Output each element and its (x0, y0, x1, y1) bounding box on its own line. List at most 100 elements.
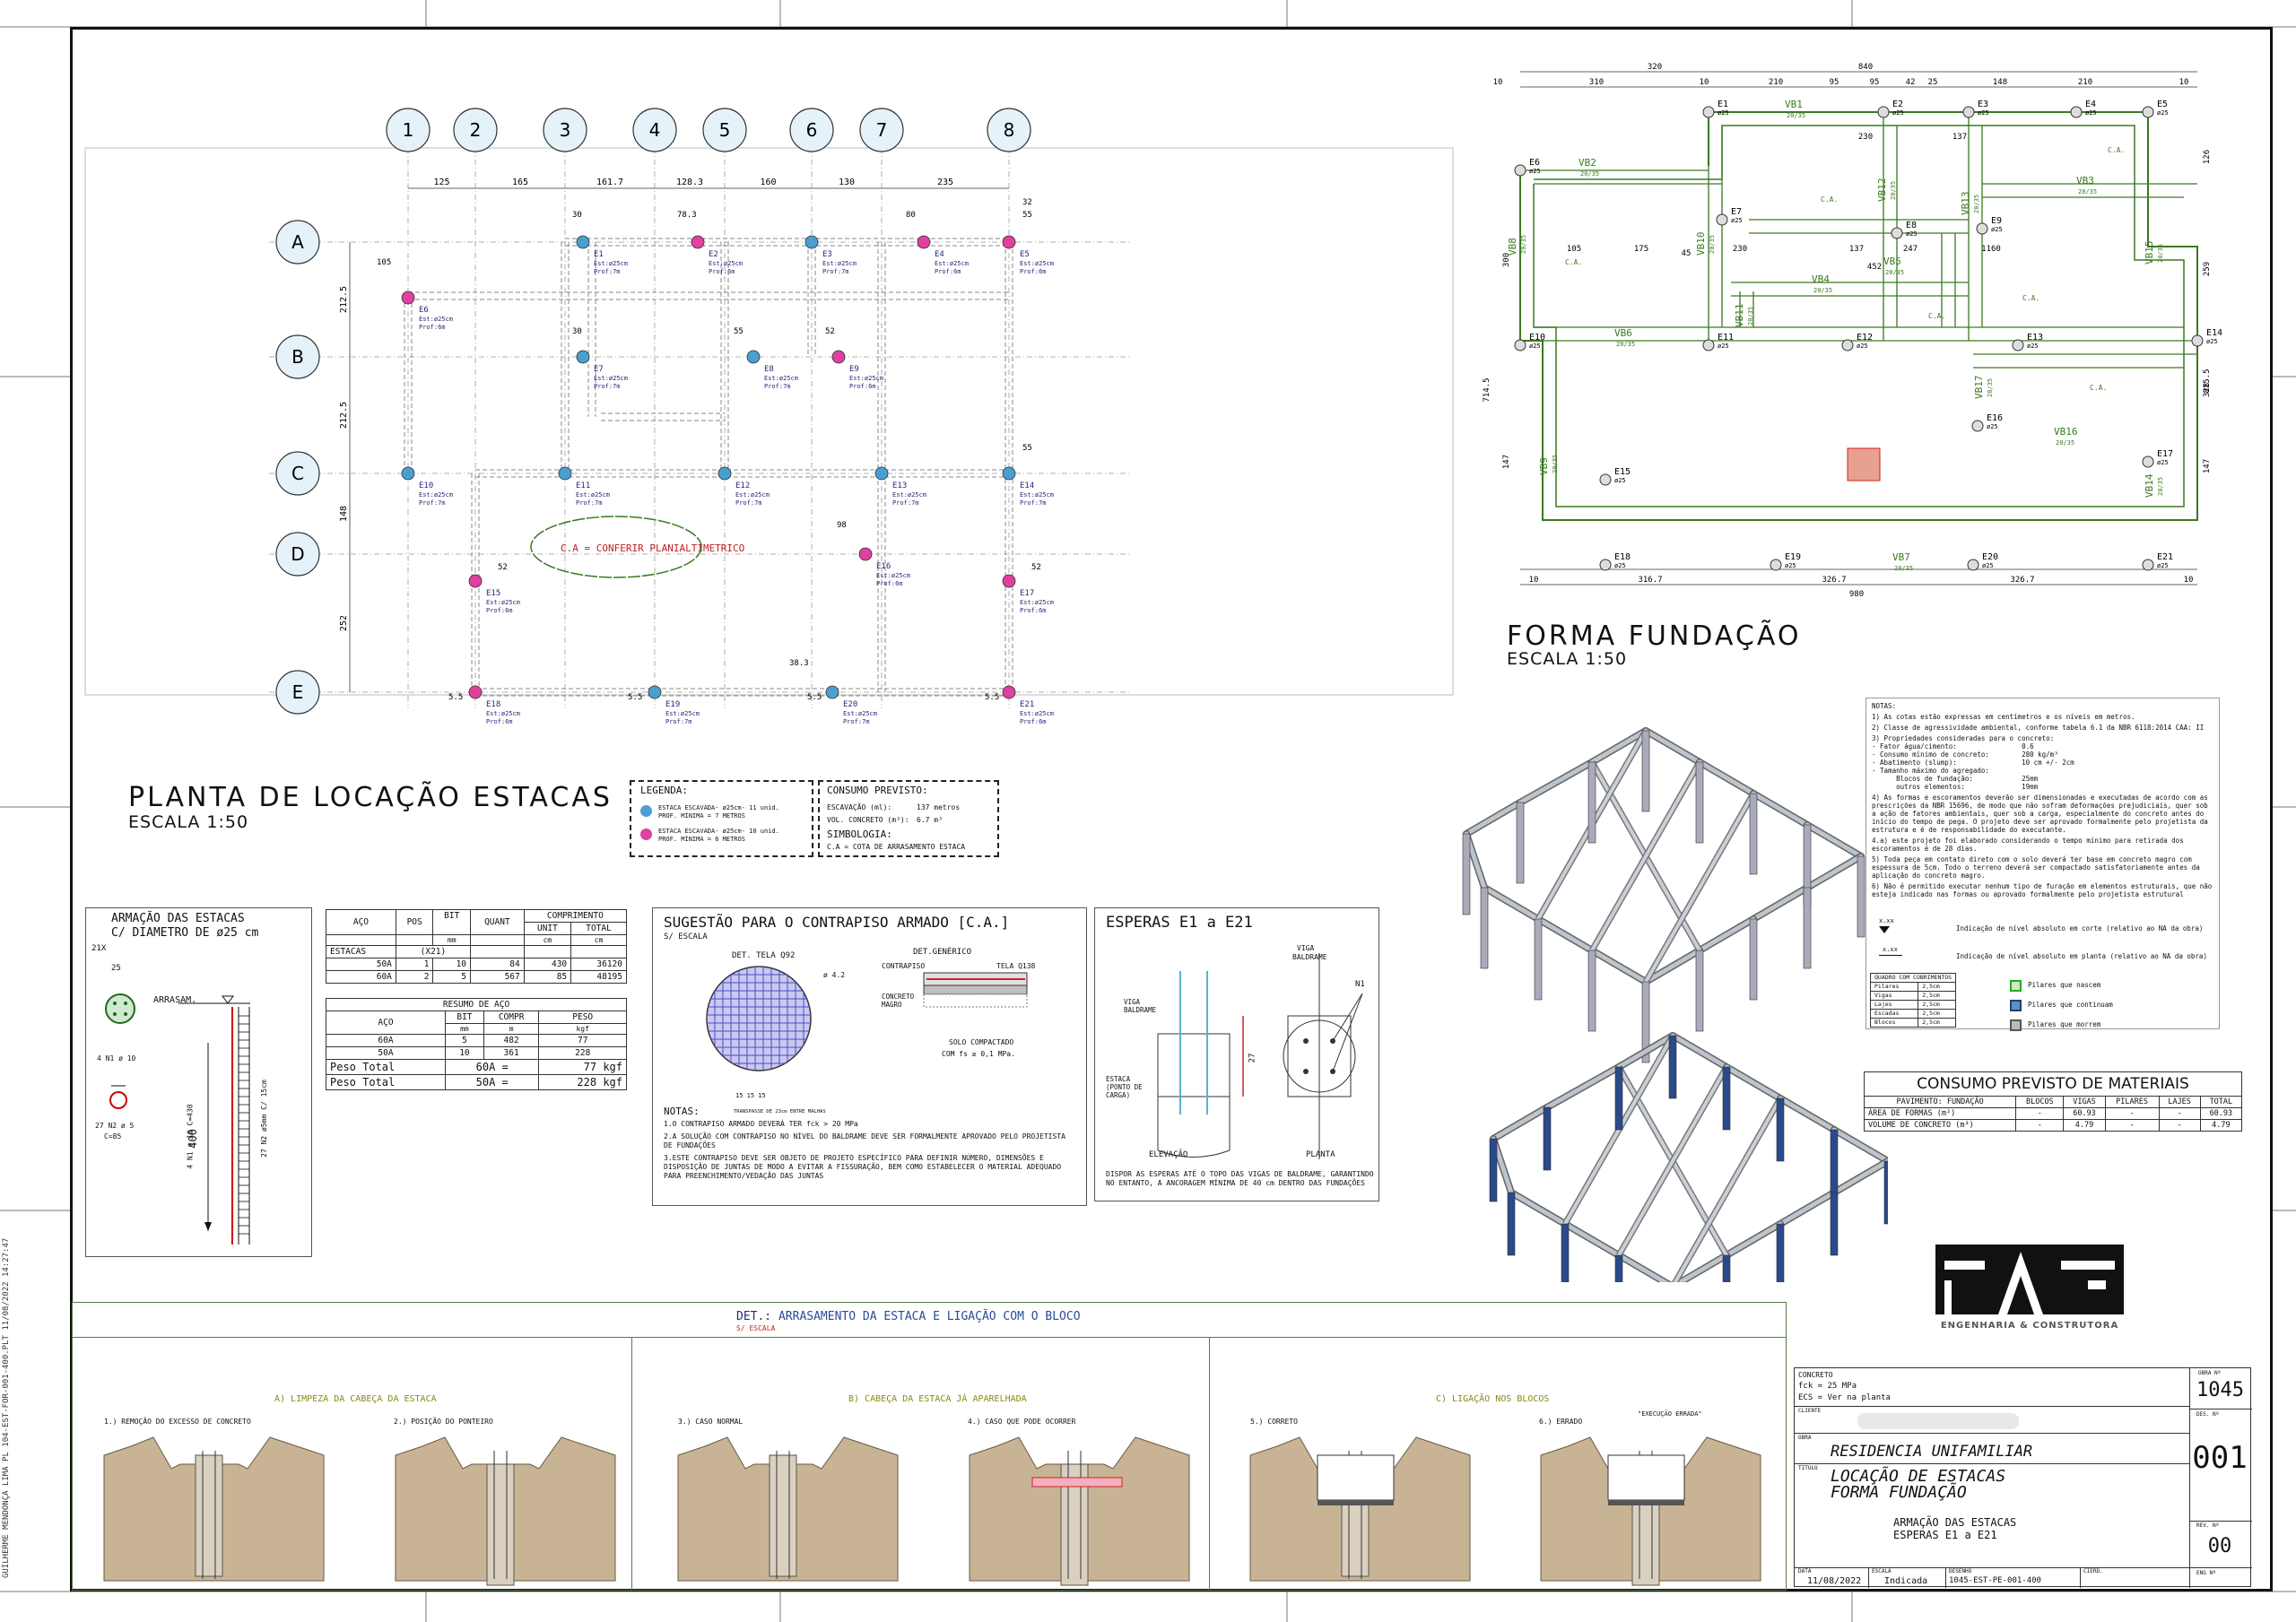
forma-pile-dia: ø25 (1731, 217, 1743, 224)
forma-beam-label: VB12 (1876, 178, 1888, 203)
forma-beam-section: 20/35 (2056, 439, 2074, 447)
forma-pile (1877, 106, 1890, 118)
iso-column (1480, 887, 1489, 969)
pile-est-label: Est:ø25cm (486, 710, 520, 717)
consumo-cell: - (2015, 1107, 2065, 1120)
pile-prof-label: Prof:6m (419, 324, 446, 331)
symbol-1-text: Indicação de nível absoluto em corte (re… (1956, 924, 2204, 932)
cobrimento-cell: Lajes (1869, 1000, 1919, 1010)
pile-est-label: Est:ø25cm (843, 710, 877, 717)
legend-blue-pile-icon (640, 805, 652, 817)
pile-section (486, 1463, 515, 1586)
forma-ca-label: C.A. (2090, 384, 2107, 392)
elevacao-label: ELEVAÇÃO (1149, 1150, 1188, 1159)
forma-top-dim: 95 (1870, 78, 1880, 87)
pile-id-label: E4 (935, 250, 944, 259)
pile-id-label: E20 (843, 700, 857, 709)
pile-prof-label: Prof:6m (849, 383, 876, 390)
pile-prof-label: Prof:6m (935, 268, 961, 275)
pile-id-label: E6 (419, 306, 429, 315)
resumo-total2-val: 228 kgf (538, 1074, 627, 1090)
tela-q92-drawing (706, 966, 812, 1071)
forma-mid-dim: 105 (1567, 245, 1581, 254)
forma-beam-section: 20/35 (1520, 235, 1527, 254)
forma-pile (1514, 164, 1526, 177)
forma-side-dim: 259 (2203, 262, 2212, 276)
armacao-title-l2: C/ DIAMETRO DE ø25 cm (111, 926, 259, 940)
aco-cell: 1 (395, 958, 434, 971)
forma-beam-section: 20/35 (1885, 269, 1904, 276)
consumo-header-cell: VIGAS (2063, 1096, 2106, 1108)
pile-marker (648, 685, 662, 699)
cloud-note: C.A = CONFERIR PLANIALTIMETRICO (561, 542, 745, 554)
consumo-l2-value: 6.7 m³ (917, 816, 943, 824)
forma-pile-dia: ø25 (1785, 562, 1796, 569)
forma-bottom-dim: 326.7 (1822, 576, 1846, 585)
iso-column (1587, 761, 1596, 844)
pile-est-label: Est:ø25cm (735, 491, 770, 499)
iso-column (1543, 1106, 1552, 1171)
armacao-n1: 4 N1 ø 10 (97, 1054, 136, 1063)
aco-cell: 36120 (570, 958, 627, 971)
forma-pile-dia: ø25 (1614, 562, 1626, 569)
fmg-logo-mark (1935, 1245, 2124, 1314)
forma-bottom-dim: 326.7 (2010, 576, 2034, 585)
forma-mid-dim: 452 (1867, 263, 1882, 272)
tb-escala: Indicada (1884, 1576, 1928, 1586)
resumo-cell: 228 (538, 1046, 627, 1060)
pile-marker (1002, 574, 1016, 588)
resumo-cell: 60A (325, 1034, 447, 1047)
tb-rev-no: 00 (2207, 1535, 2232, 1557)
forma-mid-dim: 1160 (1981, 245, 2001, 254)
tb-titulo-label: TITULO (1798, 1465, 1818, 1471)
tb-obra-no: 1045 (2196, 1379, 2244, 1401)
forma-scale: ESCALA 1:50 (1507, 649, 1628, 669)
note-3f: outros elementos: 19mm (1872, 783, 2039, 791)
pile-prof-label: Prof:6m (486, 607, 513, 614)
tb-desenho-label: DESENHO (1949, 1568, 1972, 1574)
forma-beam-label: VB4 (1812, 273, 1830, 285)
axis-col-bubble (702, 108, 747, 152)
forma-pile (1841, 339, 1854, 351)
simbologia-title: SIMBOLOGIA: (827, 828, 892, 840)
planta-small-dim: 105 (377, 258, 391, 267)
iso-column (1489, 1138, 1498, 1202)
pillar-die-icon (2010, 1019, 2022, 1031)
consumo-header-cell: BLOCOS (2015, 1096, 2065, 1108)
tb-concreto-label: CONCRETO (1798, 1371, 1833, 1379)
iso-column (1641, 981, 1650, 1063)
tb-desenho: 1045-EST-PE-001-400 (1949, 1576, 2041, 1585)
resumo-cell: 50A (325, 1046, 447, 1060)
aco-cell: 5 (432, 970, 472, 984)
cobrimento-cell: 2,5cm (1918, 1000, 1957, 1010)
forma-pile-id: E2 (1892, 100, 1903, 109)
axis-col-bubble (859, 108, 904, 152)
forma-side-dim: 147 (2203, 459, 2212, 473)
resumo-cell: 361 (483, 1046, 540, 1060)
forma-mid-dim: 137 (1849, 245, 1864, 254)
aco-h-bit: BIT (432, 909, 472, 935)
forma-mid-dim: 45 (1682, 249, 1692, 258)
armacao-drawing (105, 993, 250, 1245)
forma-mid-dim: 230 (1733, 245, 1747, 254)
level-cut-icon (1879, 926, 1890, 933)
forma-pile-dia: ø25 (2085, 109, 2097, 117)
consumo-previsto-box: CONSUMO PREVISTO: ESCAVAÇÃO (ml): 137 me… (818, 780, 999, 857)
tb-obra: RESIDENCIA UNIFAMILIAR (1831, 1443, 2033, 1461)
forma-beam-label: VB1 (1785, 99, 1803, 110)
resumo-u-kgf: kgf (538, 1023, 627, 1035)
aco-u-cm2: cm (570, 934, 627, 946)
iso-column (1507, 1192, 1516, 1256)
forma-pile-id: E19 (1785, 552, 1801, 562)
planta-title: PLANTA DE LOCAÇÃO ESTACAS (128, 782, 613, 813)
tb-sub-l1: ARMAÇÃO DAS ESTACAS (1893, 1516, 2017, 1529)
armacao-c85: C=85 (104, 1132, 122, 1141)
legend-pink-pile-icon (640, 828, 652, 840)
aco-u-cm1: cm (523, 934, 572, 946)
forma-beam-label: VB10 (1695, 232, 1707, 256)
forma-pile (1716, 213, 1728, 226)
pile-est-label: Est:ø25cm (594, 375, 628, 382)
forma-pile-id: E3 (1978, 100, 1988, 109)
forma-beam-section: 20/35 (1709, 235, 1716, 254)
